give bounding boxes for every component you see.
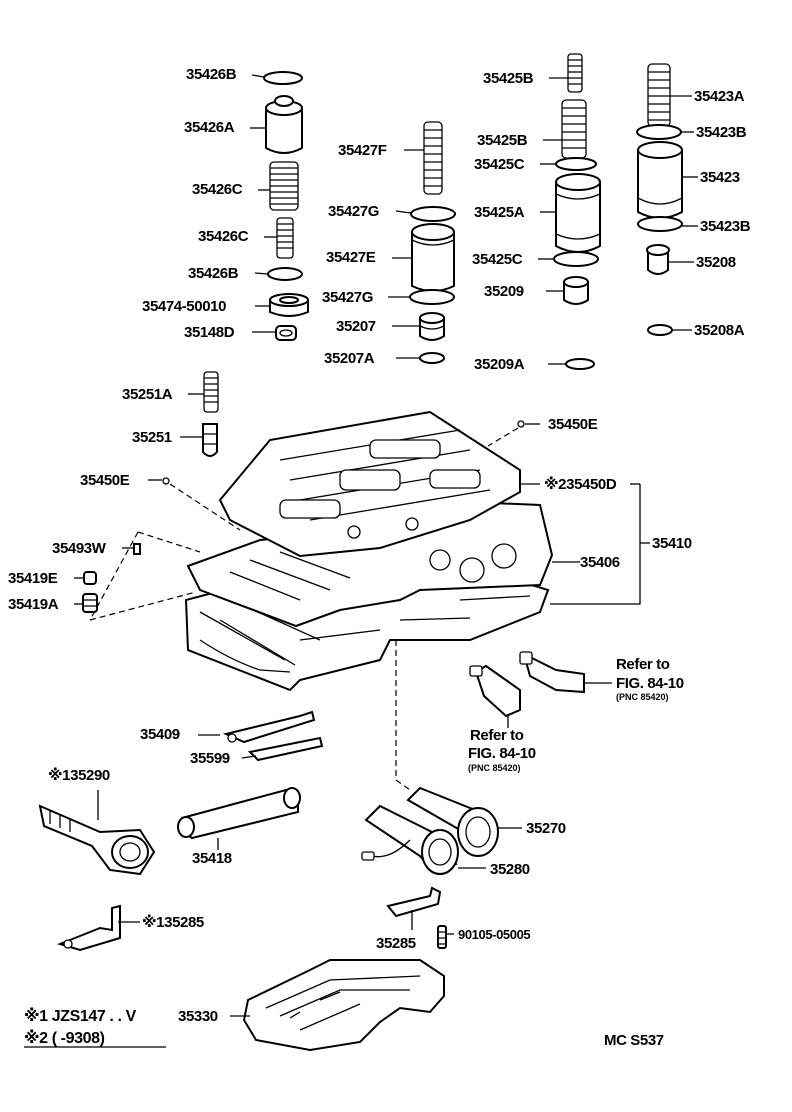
part-35208 — [646, 244, 694, 275]
part-35418 — [177, 787, 301, 850]
ref1-line3: (PNC 85420) — [616, 692, 669, 702]
label-35280: 35280 — [490, 861, 530, 878]
part-35207 — [392, 312, 445, 341]
label-35426C-a: 35426C — [192, 181, 243, 198]
part-135285 — [56, 904, 140, 952]
label-35426B-top: 35426B — [186, 66, 237, 83]
part-35425B-spring — [543, 99, 587, 159]
label-35425C-top: 35425C — [474, 156, 525, 173]
label-35427E: 35427E — [326, 249, 376, 266]
part-35425C-bottom — [538, 251, 599, 267]
label-35208: 35208 — [696, 254, 736, 271]
label-35208A: 35208A — [694, 322, 745, 339]
part-135290 — [38, 790, 156, 876]
note-1: ※1 JZS147 . . V — [24, 1007, 137, 1025]
ref2-line2: FIG. 84-10 — [468, 745, 536, 762]
label-35330: 35330 — [178, 1008, 218, 1025]
label-35423B-top: 35423B — [696, 124, 747, 141]
label-35425B: 35425B — [477, 132, 528, 149]
part-35425C-top — [540, 157, 597, 171]
part-35148D — [252, 325, 297, 341]
part-35280 — [361, 804, 486, 875]
valve-body-assembly — [184, 410, 554, 692]
part-35423A-spring — [647, 63, 692, 127]
label-35450E-b: 35450E — [80, 472, 130, 489]
part-35426B-bottom — [254, 267, 303, 281]
label-35148D: 35148D — [184, 324, 235, 341]
label-35209A: 35209A — [474, 356, 525, 373]
label-35419A: 35419A — [8, 596, 59, 613]
label-35427G-top: 35427G — [328, 203, 379, 220]
part-35426C-spring-a — [258, 161, 299, 211]
label-35493W: 35493W — [52, 540, 107, 557]
part-35209A — [548, 358, 595, 370]
ref2-line1: Refer to — [470, 727, 524, 744]
label-35450D: ※235450D — [544, 475, 617, 493]
label-35426B-bottom: 35426B — [188, 265, 239, 282]
part-35330-oil-pan — [230, 959, 445, 1052]
part-35427G-top — [395, 206, 456, 222]
part-35426C-spring-b — [264, 217, 294, 259]
valve-body-leaders — [74, 420, 650, 791]
part-35474-50010 — [255, 293, 309, 317]
note-2: ※2 ( -9308) — [24, 1029, 105, 1047]
label-35425B-top: 35425B — [483, 70, 534, 87]
label-35285: 35285 — [376, 935, 416, 952]
solenoid-ref-group — [469, 651, 612, 728]
part-35423B-bottom — [637, 216, 698, 232]
part-35425A — [540, 173, 601, 253]
label-35419E: 35419E — [8, 570, 58, 587]
ref1-line2: FIG. 84-10 — [616, 675, 684, 692]
label-90105-05005: 90105-05005 — [458, 927, 530, 942]
label-35406: 35406 — [580, 554, 620, 571]
label-35207: 35207 — [336, 318, 376, 335]
ref2-line3: (PNC 85420) — [468, 763, 521, 773]
label-35410: 35410 — [652, 535, 692, 552]
part-35423 — [637, 141, 698, 219]
label-35450E-a: 35450E — [548, 416, 598, 433]
label-35474-50010: 35474-50010 — [142, 298, 226, 315]
part-35409 — [198, 710, 316, 744]
part-35285 — [386, 886, 442, 930]
label-35409: 35409 — [140, 726, 180, 743]
part-35425B-top — [549, 53, 583, 93]
part-35426B-top — [251, 71, 303, 85]
label-35423: 35423 — [700, 169, 740, 186]
label-35251: 35251 — [132, 429, 172, 446]
label-35425C-bottom: 35425C — [472, 251, 523, 268]
part-35209 — [546, 276, 589, 305]
part-35599 — [241, 736, 324, 762]
label-135285: ※135285 — [142, 913, 204, 931]
part-35426A — [250, 95, 303, 154]
label-35418: 35418 — [192, 850, 232, 867]
part-35427F-spring — [404, 121, 443, 195]
figure-code: MC S537 — [604, 1032, 664, 1049]
label-35426C-b: 35426C — [198, 228, 249, 245]
part-35427G-bottom — [388, 289, 455, 305]
label-35270: 35270 — [526, 820, 566, 837]
part-35251 — [180, 423, 218, 457]
label-35426A: 35426A — [184, 119, 235, 136]
label-35209: 35209 — [484, 283, 524, 300]
label-35251A: 35251A — [122, 386, 173, 403]
label-35423A: 35423A — [694, 88, 745, 105]
part-35423B-top — [636, 124, 694, 140]
part-35270 — [406, 786, 522, 857]
label-35427G-bottom: 35427G — [322, 289, 373, 306]
part-35427E — [392, 223, 455, 292]
part-35251A-spring — [188, 371, 219, 413]
label-35425A: 35425A — [474, 204, 525, 221]
ref1-line1: Refer to — [616, 656, 670, 673]
part-35208A — [647, 324, 692, 336]
label-35207A: 35207A — [324, 350, 375, 367]
part-35207A — [396, 352, 445, 364]
label-35423B-bottom: 35423B — [700, 218, 751, 235]
label-135290: ※135290 — [48, 766, 110, 784]
label-35599: 35599 — [190, 750, 230, 767]
label-35427F: 35427F — [338, 142, 387, 159]
part-90105-05005 — [437, 925, 454, 949]
